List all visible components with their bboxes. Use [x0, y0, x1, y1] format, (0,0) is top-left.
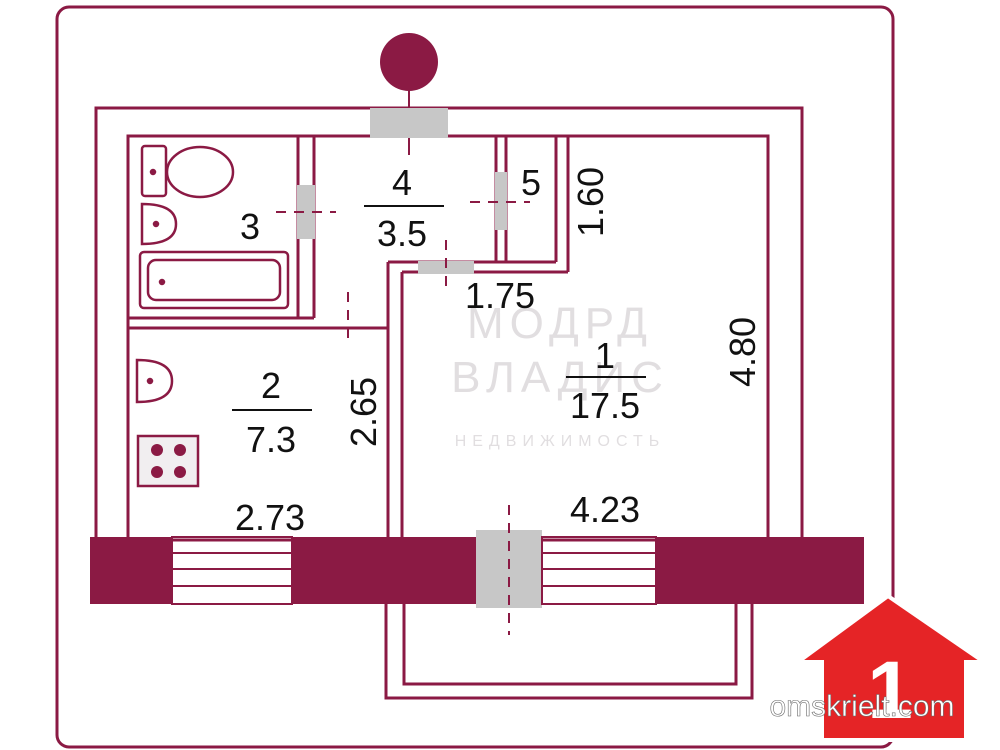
watermark: МОДРД ВЛАДИС НЕДВИЖИМОСТЬ: [451, 299, 666, 450]
dim-room1-width: 4.23: [570, 489, 640, 530]
brand-logo: 1 omskrielt.com: [769, 593, 991, 742]
dimension-labels: 4.80 4.23 2.73 2.65 1.75 1.60: [235, 167, 763, 538]
windows: [171, 536, 657, 605]
room-3-number: 3: [240, 206, 260, 247]
entrance-door: [370, 108, 448, 138]
dim-room2-width: 2.73: [235, 497, 305, 538]
room-labels: 1 17.5 2 7.3 3 4 3.5 5: [232, 162, 646, 460]
stove-icon: [136, 434, 200, 488]
entrance-marker: [380, 33, 438, 91]
dim-room1-height: 4.80: [722, 317, 763, 387]
bathtub-icon: [138, 250, 290, 310]
kitchen-sink-icon: [135, 358, 174, 404]
window-left: [171, 536, 293, 605]
room-2-number: 2: [261, 365, 281, 406]
dim-corridor-width: 1.75: [465, 275, 535, 316]
watermark-line1: МОДРД: [467, 299, 653, 348]
door-guides: [276, 201, 530, 635]
dim-room2-height: 2.65: [343, 377, 384, 447]
house-logo-icon: [791, 593, 991, 742]
window-right: [541, 536, 657, 605]
room-1-number: 1: [595, 335, 615, 376]
interior-walls: [128, 136, 570, 540]
room-2-area: 7.3: [246, 419, 296, 460]
bathroom-door: [297, 185, 315, 239]
exterior-walls: [94, 106, 804, 542]
site-watermark: omskrielt.com: [769, 690, 954, 723]
logo-digit: 1: [867, 645, 913, 736]
balcony: [384, 604, 754, 700]
bathroom-sink-icon: [140, 202, 178, 246]
dim-closet-depth: 1.60: [570, 167, 611, 237]
window-wall: [90, 537, 864, 604]
room-5-number: 5: [521, 162, 541, 203]
room-1-area: 17.5: [570, 385, 640, 426]
toilet-icon: [140, 144, 235, 199]
plan-frame: [55, 5, 895, 749]
room-4-number: 4: [392, 162, 412, 203]
watermark-line3: НЕДВИЖИМОСТЬ: [455, 433, 666, 450]
closet-door: [495, 172, 507, 230]
room-4-area: 3.5: [377, 213, 427, 254]
